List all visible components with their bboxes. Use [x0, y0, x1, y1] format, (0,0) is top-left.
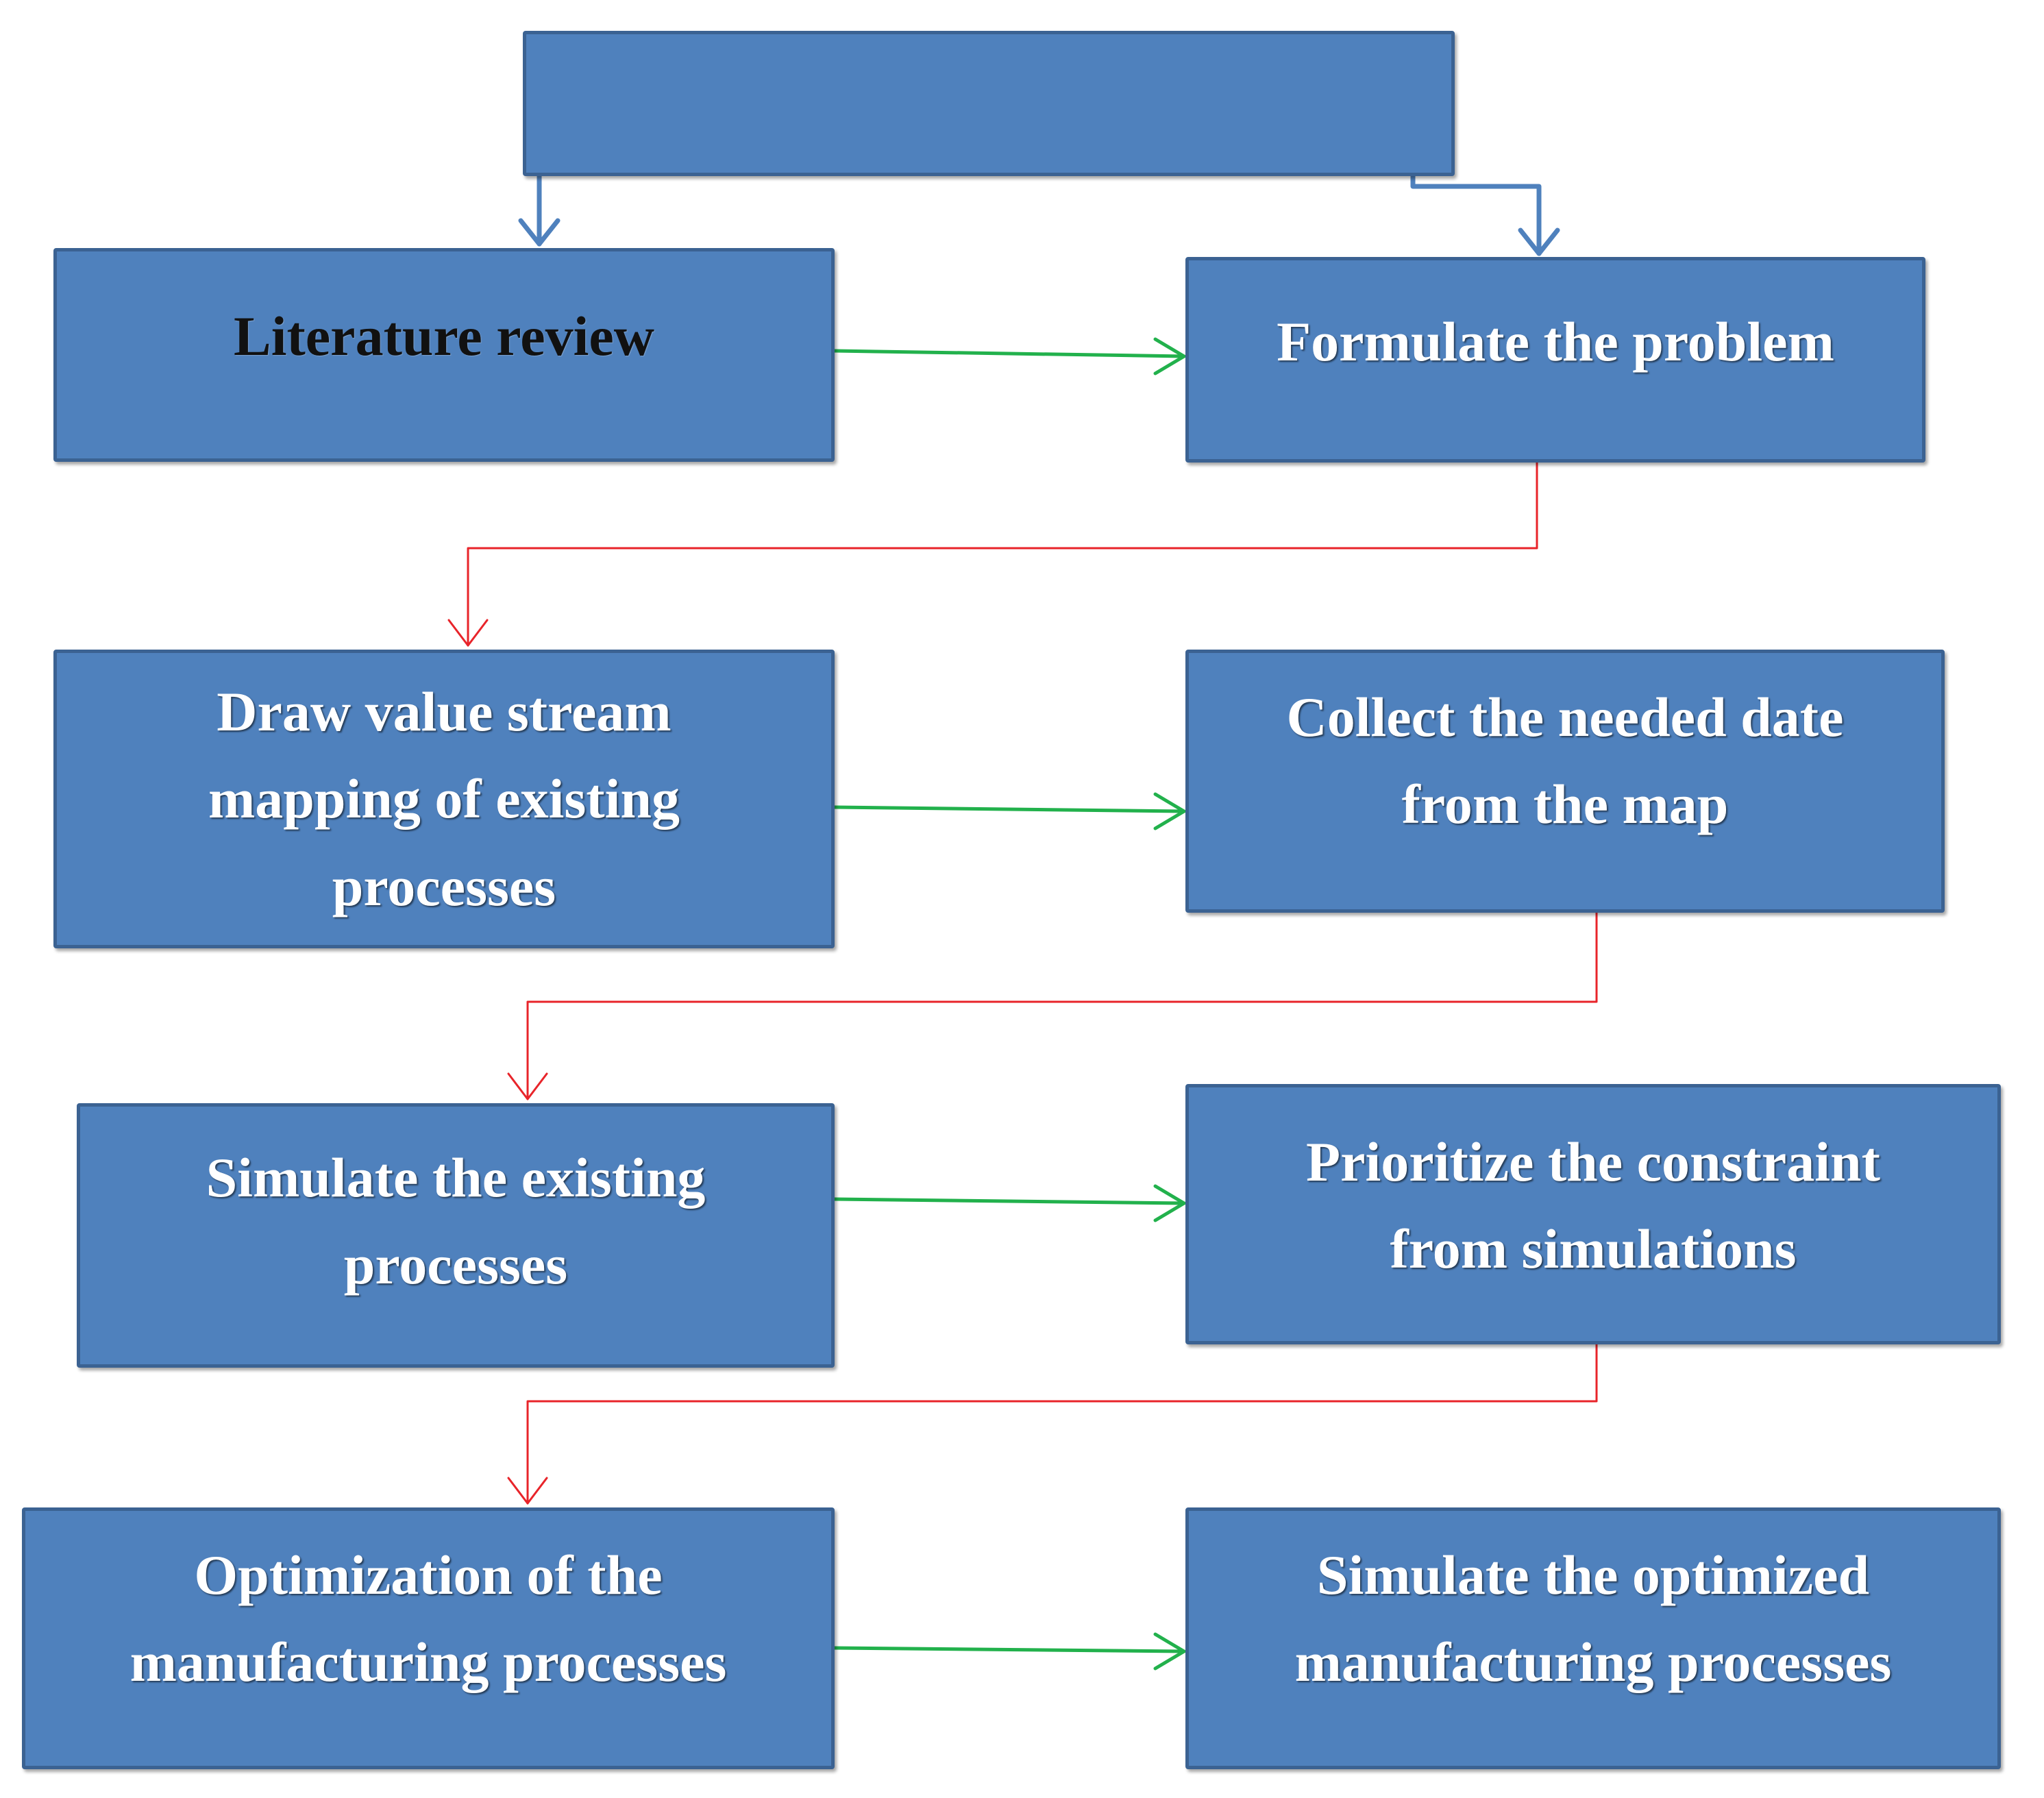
prioritize-constraint-label: Prioritize the constraint from simulatio… — [1306, 1131, 1880, 1281]
optimization-box: Optimization of the manufacturing proces… — [22, 1507, 835, 1769]
literature-review-label: Literature review — [234, 305, 654, 367]
arrow-top-to-literature — [518, 173, 561, 247]
arrow-formulate-to-draw — [447, 461, 1538, 647]
simulate-existing-box: Simulate the existing processes — [77, 1103, 835, 1368]
draw-vsm-box: Draw value stream mapping of existing pr… — [53, 650, 835, 948]
formulate-problem-label: Formulate the problem — [1277, 310, 1834, 373]
simulate-optimized-label: Simulate the optimized manufacturing pro… — [1294, 1544, 1892, 1694]
arrow-simulate-to-prioritize — [833, 1184, 1186, 1222]
top-box — [523, 31, 1455, 176]
arrow-prioritize-to-optimization — [507, 1309, 1598, 1505]
collect-data-label: Collect the needed date from the map — [1286, 686, 1844, 836]
draw-vsm-label: Draw value stream mapping of existing pr… — [208, 680, 680, 918]
arrow-literature-to-formulate — [833, 337, 1186, 375]
arrow-draw-to-collect — [833, 792, 1186, 830]
arrow-top-to-formulate — [1410, 173, 1560, 256]
simulate-optimized-box: Simulate the optimized manufacturing pro… — [1185, 1507, 2001, 1769]
arrow-optimization-to-simulate-optimized — [833, 1632, 1186, 1671]
optimization-label: Optimization of the manufacturing proces… — [130, 1544, 727, 1694]
literature-review-box: Literature review — [53, 248, 835, 462]
formulate-problem-box: Formulate the problem — [1185, 257, 1925, 463]
simulate-existing-label: Simulate the existing processes — [206, 1146, 706, 1296]
collect-data-box: Collect the needed date from the map — [1185, 650, 1945, 913]
prioritize-constraint-box: Prioritize the constraint from simulatio… — [1185, 1084, 2001, 1344]
arrow-collect-to-simulate — [507, 911, 1598, 1100]
